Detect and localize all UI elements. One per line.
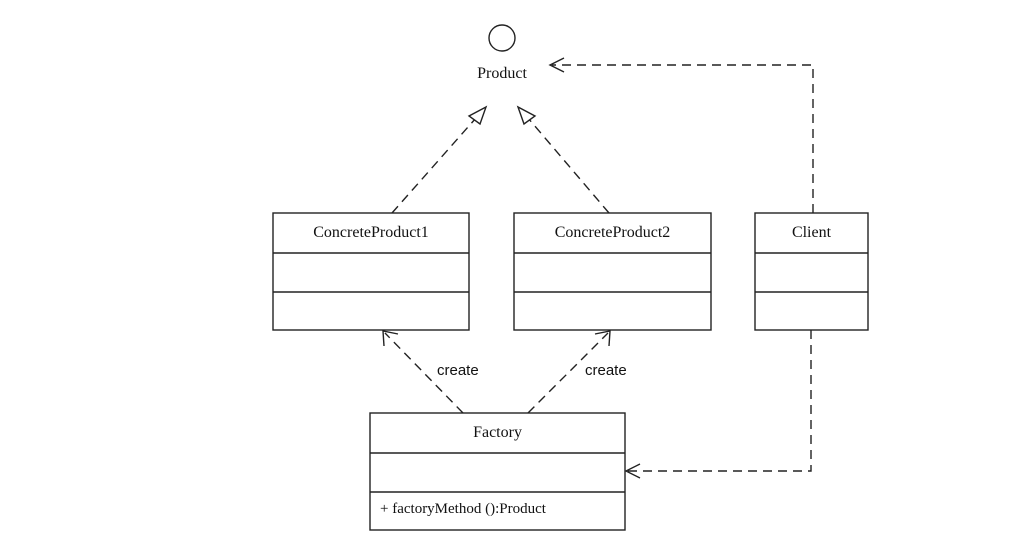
client-name: Client: [791, 224, 832, 241]
realization-arrowhead-1: [467, 105, 488, 126]
concrete-product-1-name: ConcreteProduct1: [313, 224, 429, 241]
product-interface-label: Product: [477, 65, 527, 82]
concrete-product-2-box: [513, 212, 712, 331]
create-label-1: create: [437, 362, 479, 379]
concrete-product-2-name: ConcreteProduct2: [554, 224, 671, 241]
client-product-dependency-line: [552, 64, 814, 213]
create-arrowhead-2: [594, 330, 611, 347]
product-interface-icon: [488, 24, 516, 52]
create-arrowhead-1: [382, 330, 399, 347]
realization-arrowhead-2: [516, 105, 537, 126]
create-label-2: create: [585, 362, 627, 379]
realization-line-1: [391, 117, 477, 214]
concrete-product-1-box: [272, 212, 470, 331]
create-line-1: [384, 332, 464, 414]
factory-name: Factory: [473, 424, 522, 441]
factory-box: [369, 412, 626, 531]
client-product-arrowhead: [548, 57, 565, 73]
factory-method-operation: + factoryMethod ():Product: [380, 501, 546, 517]
client-factory-arrowhead: [624, 463, 641, 479]
realization-line-2: [527, 117, 610, 214]
create-line-2: [527, 332, 609, 414]
client-factory-dependency-line: [628, 330, 812, 472]
